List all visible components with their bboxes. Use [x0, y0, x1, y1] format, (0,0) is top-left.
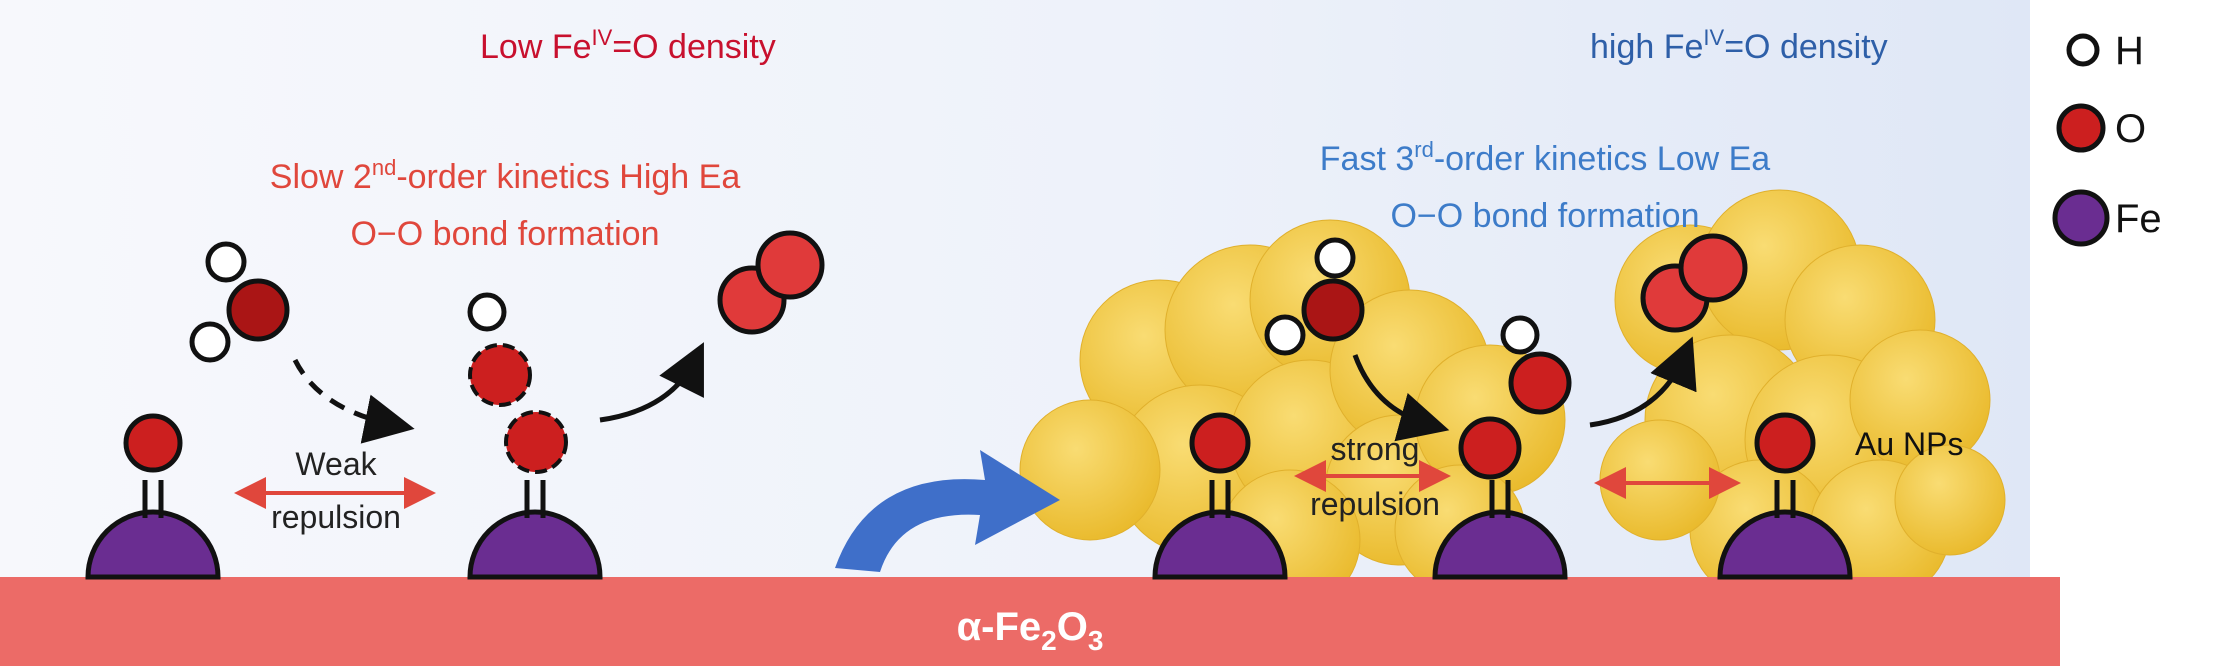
substrate-bar [0, 577, 2060, 666]
legend-o-label: O [2115, 107, 2146, 151]
legend-h-label: H [2115, 29, 2144, 73]
right-o2-molecule [1640, 233, 1748, 333]
legend-fe-icon [2052, 189, 2110, 247]
left-fe-ooh-site-2 [467, 292, 603, 580]
legend-h-icon [2066, 33, 2100, 67]
left-fe-o-site-1 [85, 413, 221, 580]
au-nps-label: Au NPs [1855, 426, 1963, 462]
left-o2-arrow [599, 342, 704, 423]
right-repulsion-line1: strong [1331, 431, 1420, 467]
left-kinetics-line2: O−O bond formation [350, 215, 659, 253]
right-kinetics-line1: Fast 3rd-order kinetics Low Ea [1320, 137, 1771, 178]
left-repulsion-line2: repulsion [271, 499, 401, 535]
right-repulsion-line2: repulsion [1310, 486, 1440, 522]
right-o2-arrow [1589, 336, 1697, 428]
transition-arrow [835, 450, 1060, 572]
left-repulsion-line1: Weak [295, 446, 377, 482]
legend: H O Fe [2052, 29, 2162, 247]
substrate-label: α-Fe2O3 [957, 605, 1104, 656]
legend-fe-label: Fe [2115, 197, 2162, 241]
right-water-molecule [1264, 237, 1365, 356]
right-density-title: high FeIV=O density [1590, 25, 1888, 66]
left-dashed-arrow [292, 358, 415, 444]
right-fe-o-site-1 [1152, 412, 1288, 580]
left-kinetics-line1: Slow 2nd-order kinetics High Ea [270, 155, 741, 196]
right-fe-ooh-site-2 [1432, 315, 1572, 580]
left-water-molecule [189, 241, 290, 363]
right-approach-arrow [1352, 354, 1450, 442]
right-kinetics-line2: O−O bond formation [1390, 197, 1699, 235]
legend-o-icon [2056, 103, 2106, 153]
left-o2-molecule [717, 230, 825, 335]
right-fe-o-site-3 [1717, 412, 1853, 580]
left-density-title: Low FeIV=O density [480, 25, 776, 66]
